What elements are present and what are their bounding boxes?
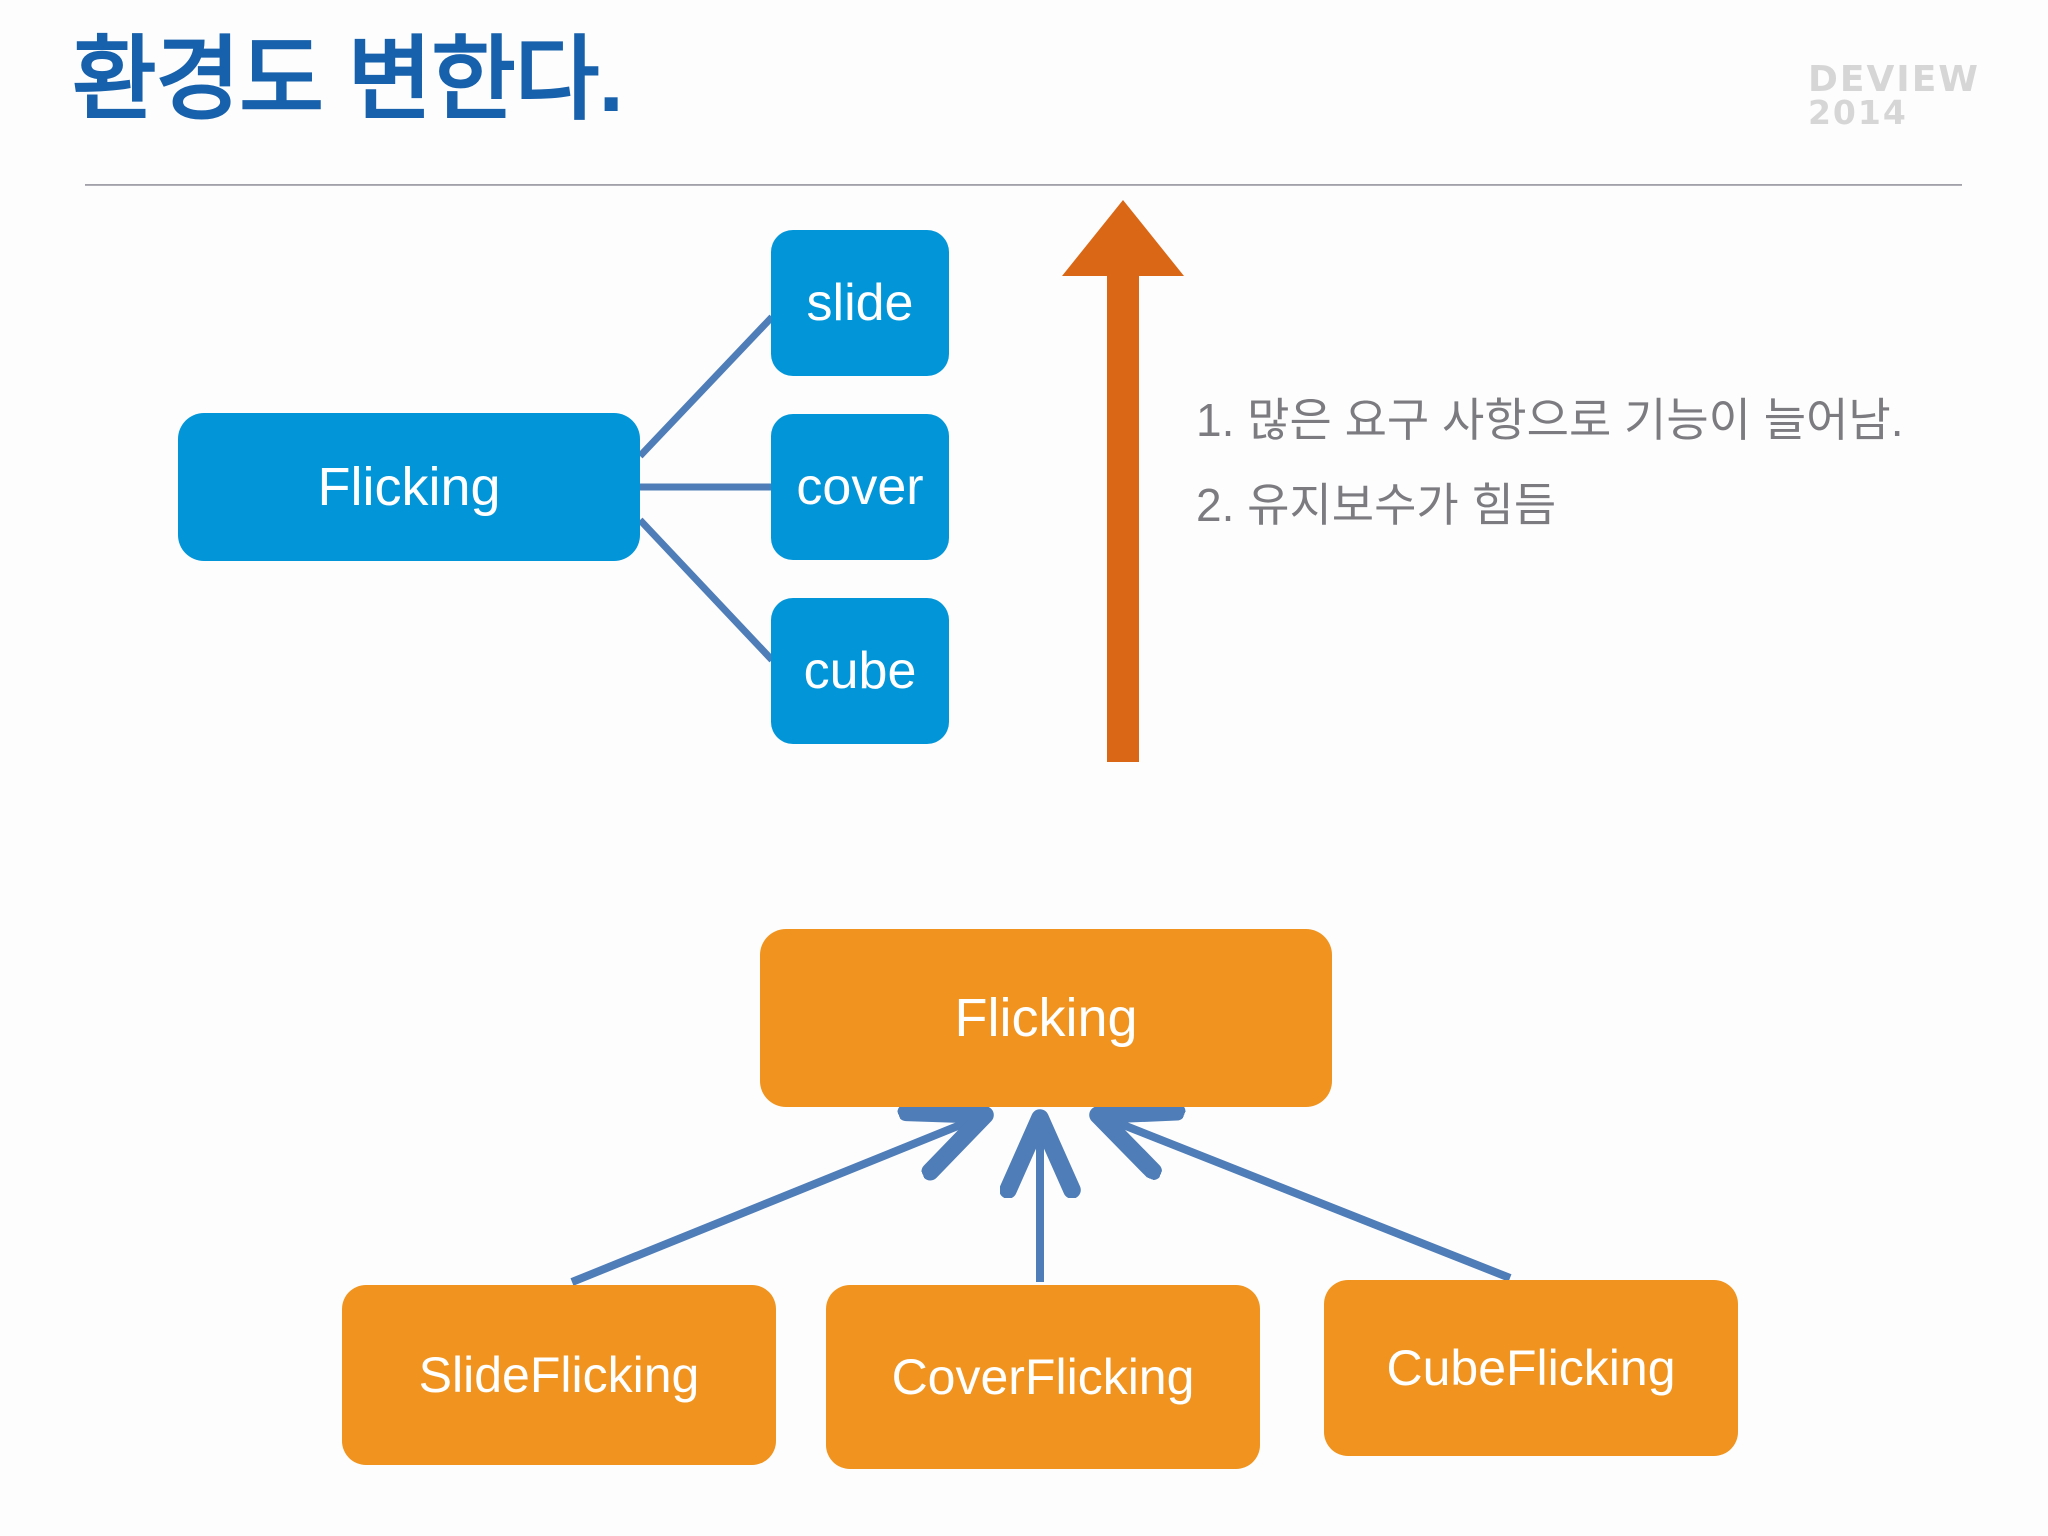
mindmap-root-label: Flicking [317,457,501,517]
inheritance-child-node-cubeflicking[interactable]: CubeFlicking [1324,1280,1738,1456]
inheritance-child-node-slideflicking[interactable]: SlideFlicking [342,1285,776,1465]
mindmap-child-node-slide[interactable]: slide [771,230,949,376]
header-divider [85,184,1962,186]
edge-cube-to-root [1098,1115,1512,1282]
inheritance-child-label-slideflicking: SlideFlicking [418,1347,700,1403]
mindmap-child-label-cover: cover [796,458,924,516]
note-line-1: 1. 많은 요구 사항으로 기능이 늘어남. [1196,394,1904,446]
inheritance-child-label-coverflicking: CoverFlicking [891,1349,1195,1405]
deview-logo-top: DEVIEW [1807,59,1980,100]
mindmap-child-node-cover[interactable]: cover [771,414,949,560]
note-line-2: 2. 유지보수가 힘듬 [1196,479,1557,532]
deview-logo: DEVIEW 2014 [1807,59,1980,133]
inheritance-child-node-coverflicking[interactable]: CoverFlicking [826,1285,1260,1469]
edge-slide-to-root [570,1115,985,1286]
mindmap-child-label-cube: cube [803,642,917,700]
mindmap-child-label-slide: slide [806,274,914,332]
inheritance-root-label: Flicking [954,988,1138,1048]
inheritance-root-node[interactable]: Flicking [760,929,1332,1107]
notes-list: 1. 많은 요구 사항으로 기능이 늘어남. 2. 유지보수가 힘듬 [1196,378,1904,548]
mindmap-root-node[interactable]: Flicking [178,413,640,561]
inheritance-child-label-cubeflicking: CubeFlicking [1386,1340,1676,1396]
deview-logo-bottom: 2014 [1807,93,1908,133]
up-arrow-icon [1062,200,1184,762]
page-title: 환경도 변한다. [72,29,624,131]
mindmap-child-node-cube[interactable]: cube [771,598,949,744]
